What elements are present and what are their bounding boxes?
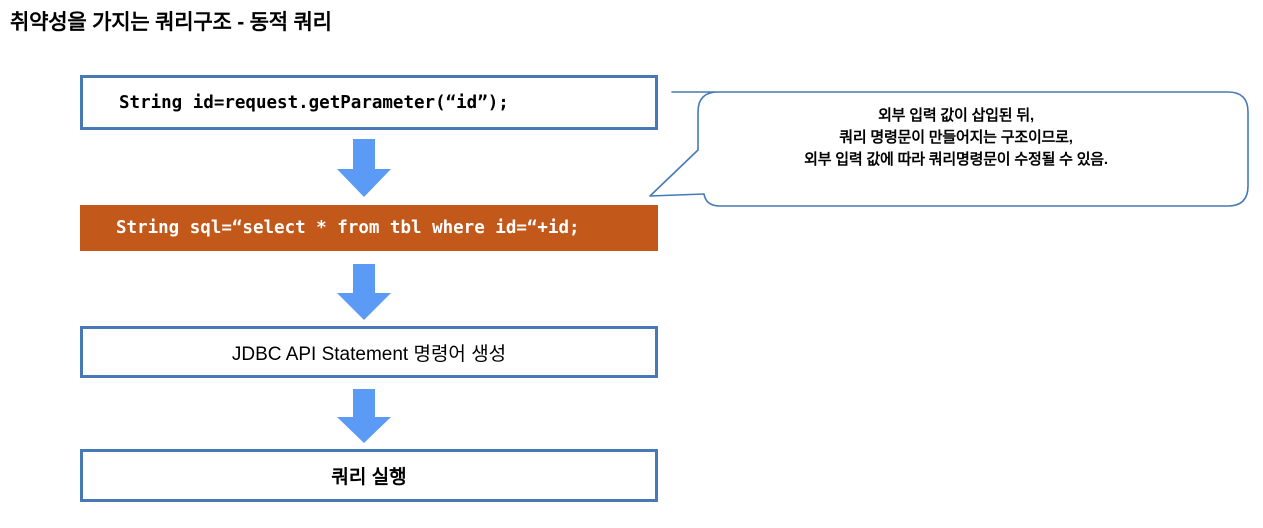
flow-step-sql-concat-label: String sql=“select * from tbl where id=“… (116, 218, 580, 238)
flow-step-input-parameter: String id=request.getParameter(“id”); (80, 75, 658, 130)
flow-step-sql-concat: String sql=“select * from tbl where id=“… (80, 205, 658, 251)
callout-text: 외부 입력 값이 삽입된 뒤, 쿼리 명령문이 만들어지는 구조이므로, 외부 … (680, 105, 1232, 171)
flow-step-jdbc-statement: JDBC API Statement 명령어 생성 (80, 326, 658, 378)
flow-step-query-execute-label: 쿼리 실행 (331, 467, 407, 488)
flow-step-jdbc-statement-label: JDBC API Statement 명령어 생성 (231, 343, 507, 365)
down-arrow-icon (337, 139, 391, 197)
page-title: 취약성을 가지는 쿼리구조 - 동적 쿼리 (10, 11, 332, 34)
flow-step-query-execute: 쿼리 실행 (80, 449, 658, 502)
down-arrow-icon (337, 264, 391, 320)
flow-step-input-parameter-label: String id=request.getParameter(“id”); (119, 92, 509, 113)
callout-bubble: 외부 입력 값이 삽입된 뒤, 쿼리 명령문이 만들어지는 구조이므로, 외부 … (648, 88, 1252, 210)
down-arrow-icon (337, 389, 391, 443)
callout-line-3: 외부 입력 값에 따라 쿼리명령문이 수정될 수 있음. (804, 151, 1108, 168)
callout-line-1: 외부 입력 값이 삽입된 뒤, (878, 107, 1034, 124)
callout-line-2: 쿼리 명령문이 만들어지는 구조이므로, (839, 129, 1073, 146)
